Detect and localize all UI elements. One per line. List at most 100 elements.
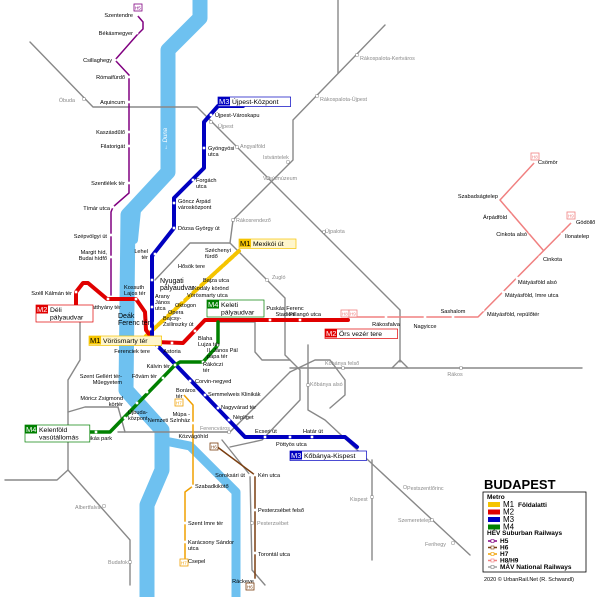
station-marker	[570, 220, 574, 224]
legend-metro-code: M1	[503, 500, 515, 509]
station-marker	[216, 343, 220, 347]
terminal-name: Örs vezér tere	[339, 330, 382, 338]
station-label: Csillaghegy	[83, 58, 112, 64]
station-marker	[170, 341, 174, 345]
station-name-line: Albertfalva	[75, 505, 100, 511]
station-name-line: Angyalföld	[240, 144, 265, 150]
station-name-line: Pestszentlőrinc	[407, 486, 444, 492]
station-name-line: Bikás park	[86, 436, 112, 442]
station-label: Dózsa György út	[178, 226, 220, 232]
station-label: Filatorigát	[100, 144, 125, 150]
station-marker	[172, 201, 176, 205]
station-label: Rákosfalva	[372, 322, 401, 328]
station-name-line: Újbuda-	[128, 409, 148, 416]
station-marker	[163, 313, 167, 317]
station-name-line: Ecseri út	[255, 429, 277, 435]
station-name-line: pápa tér	[207, 354, 228, 360]
station-name-line: Opera	[168, 310, 184, 316]
station-name-line: Hősök tere	[178, 264, 205, 270]
station-marker	[459, 366, 463, 370]
station-name-line: Ferenc tér	[118, 320, 151, 327]
station-name-line: Vörösmarty utca	[187, 293, 229, 299]
station-name-line: Puskás Ferenc	[266, 306, 304, 312]
station-name-line: Mátyásföld, Imre utca	[505, 293, 559, 299]
hev-badge-h9: H9	[566, 211, 576, 220]
station-label: Óbuda	[59, 97, 75, 104]
station-marker	[155, 345, 159, 349]
line-code: M3	[219, 97, 229, 106]
station-label: Mátyásföld, repülőtér	[487, 312, 539, 318]
station-name-line: utca	[196, 184, 207, 190]
station-labels: SzentendreBékásmegyerCsillaghegyRómaifür…	[31, 13, 595, 585]
station-label: Ráckeve	[232, 579, 254, 585]
station-name-line: Blaha	[198, 336, 213, 342]
station-name-line: Rákospalota-Kertváros	[360, 56, 415, 62]
station-name-line: Újpalota	[325, 228, 345, 235]
hev-badge-h8: H8	[340, 309, 350, 318]
station-label: Rómaifürdő	[96, 75, 125, 81]
m2-line	[74, 281, 350, 345]
station-name-line: Lehel	[134, 249, 148, 255]
danube-main	[118, 0, 208, 597]
station-label: Kispest	[350, 497, 368, 503]
station-label: Ferenciek tere	[114, 349, 150, 355]
station-marker	[203, 274, 207, 278]
station-marker	[266, 176, 270, 180]
station-name-line: Kispest	[350, 497, 368, 503]
hev-badge-text: H7	[176, 401, 182, 406]
station-markers	[74, 13, 574, 582]
station-label: Szépvölgyi út	[74, 234, 108, 240]
station-marker	[193, 329, 197, 333]
station-label: Torontál utca	[258, 552, 291, 558]
station-marker	[135, 31, 139, 35]
hev-badge-text: H6	[247, 585, 253, 590]
station-marker	[183, 521, 187, 525]
station-label: Szent Gellért tér-Műegyetem	[80, 374, 123, 386]
station-name-line: Széchenyi	[205, 248, 231, 254]
station-name-line: Torontál utca	[258, 552, 291, 558]
danube-rackeve-arm	[155, 435, 241, 597]
m2-swatch	[488, 509, 500, 515]
station-marker	[263, 435, 267, 439]
station-marker	[153, 321, 157, 325]
station-marker	[127, 130, 131, 134]
station-marker	[134, 297, 138, 301]
line-code: M4	[208, 300, 218, 309]
station-label: Kaszásdűlő	[96, 130, 125, 136]
station-name-line: Pillangó utca	[289, 312, 322, 318]
station-name-line: Rómaifürdő	[96, 75, 125, 81]
station-name-line: Szépvölgyi út	[74, 234, 108, 240]
station-marker	[370, 495, 374, 499]
station-marker	[123, 416, 127, 420]
station-name-line: Stadion	[276, 312, 295, 318]
station-marker	[403, 485, 407, 489]
station-label: Zugló	[272, 275, 286, 281]
station-marker	[109, 255, 113, 259]
legend-metro-code: M3	[503, 515, 515, 524]
terminal-name: Vörösmarty tér	[103, 338, 148, 345]
station-marker	[203, 393, 207, 397]
station-label: Hősök tere	[178, 264, 205, 270]
station-name-line: Csillaghegy	[83, 58, 112, 64]
station-label: Corvin-negyed	[195, 379, 231, 385]
station-name-line: Ráckeve	[232, 579, 254, 585]
hev-badge-h5: H5	[133, 3, 143, 12]
station-name-line: Nagyvárad tér	[221, 405, 256, 411]
station-name-line: Nyugati	[160, 278, 184, 285]
station-name-line: Kőbánya alsó	[310, 382, 343, 388]
mav-line	[217, 321, 291, 361]
station-marker	[265, 278, 269, 282]
terminal-name: pályaudvar	[221, 310, 255, 317]
station-name-line: utca	[188, 546, 199, 552]
station-marker	[180, 298, 184, 302]
station-name-line: Filatorigát	[100, 144, 125, 150]
station-name-line: Rákóczi	[203, 362, 223, 368]
station-label: Mátyásföld, Imre utca	[505, 293, 559, 299]
station-label: Cinkota alsó	[496, 232, 527, 238]
legend-metro-code: M2	[503, 508, 515, 517]
hev-badge-h7: H7	[174, 398, 184, 407]
